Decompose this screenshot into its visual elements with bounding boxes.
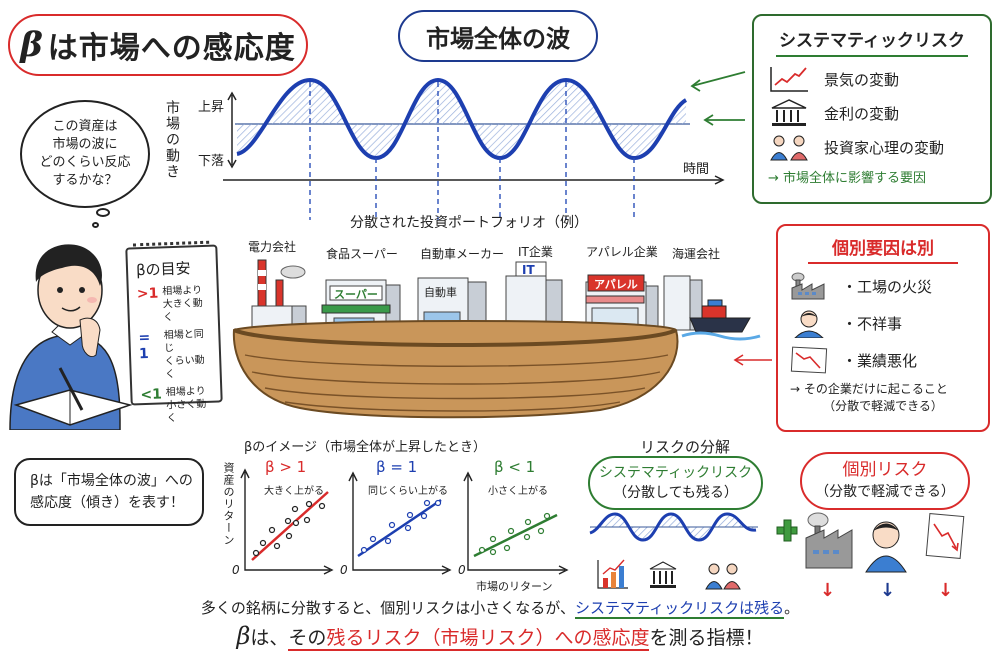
bank-icon xyxy=(771,99,807,126)
systematic-item-label: 景気の変動 xyxy=(824,70,900,89)
systematic-cloud-line2: （分散しても残る） xyxy=(613,485,738,501)
company-label-power: 電力会社 xyxy=(248,240,297,254)
panel-2-desc: 同じくらい上がる xyxy=(368,486,448,497)
thought-line: どのくらい反応 xyxy=(39,155,131,170)
summary-line-2b: その xyxy=(288,627,327,651)
rising-chart-icon xyxy=(770,67,808,92)
origin-label: 0 xyxy=(458,563,466,577)
idiosyncratic-item-label: ・不祥事 xyxy=(842,314,903,333)
wave-title: 市場全体の波 xyxy=(426,24,570,53)
origin-label: 0 xyxy=(340,563,348,577)
summary-line-2d: を測る指標！ xyxy=(649,627,764,649)
down-label: 下落 xyxy=(198,154,225,169)
svg-text:自動車: 自動車 xyxy=(424,285,457,299)
factory-icon xyxy=(791,272,825,300)
systematic-cloud-line1: システマティックリスク xyxy=(598,465,753,481)
idiosyncratic-risk-box: 個別要因は別 ・工場の火災 ・不祥事 ・業績悪化 → その企業だけに起こること … xyxy=(776,224,990,432)
thought-bubble: この資産は 市場の波に どのくらい反応 するかな？ xyxy=(20,100,150,208)
company-label-apparel: アパレル企業 xyxy=(586,245,658,259)
systematic-item-label: 投資家心理の変動 xyxy=(824,138,945,157)
idiosyncratic-risk-cloud: 個別リスク （分散で軽減できる） xyxy=(800,452,970,510)
idiosyncratic-cloud-line2: （分散で軽減できる） xyxy=(815,484,955,500)
risk-decomposition-title: リスクの分解 xyxy=(640,438,731,456)
panel-3-label: β < 1 xyxy=(494,458,536,476)
beta-image-title: βのイメージ（市場全体が上昇したとき） xyxy=(244,440,487,455)
summary-beta: β xyxy=(236,622,251,650)
idiosyncratic-footer-2: （分散で軽減できる） xyxy=(823,399,943,413)
thought-dot xyxy=(92,222,99,228)
speech-line-1: βは「市場全体の波」への xyxy=(30,473,193,489)
title-beta: β xyxy=(20,25,44,65)
company-label-supermarket: 食品スーパー xyxy=(326,247,398,261)
systematic-risk-cloud: システマティックリスク （分散しても残る） xyxy=(588,456,763,510)
company-label-shipping: 海運会社 xyxy=(672,247,721,261)
thought-dot xyxy=(96,208,110,217)
summary-line-2: βは、その残るリスク（市場リスク）への感応度を測る指標！ xyxy=(160,622,840,651)
market-y-label: 市場の動き xyxy=(164,100,180,180)
thought-line: 市場の波に xyxy=(52,137,118,152)
student-illustration xyxy=(9,244,133,430)
panel-3-desc: 小さく上がる xyxy=(488,486,548,497)
svg-text:スーパー: スーパー xyxy=(334,288,378,301)
worried-person-icon xyxy=(794,310,824,338)
origin-label: 0 xyxy=(232,563,240,577)
asset-return-label: 資産のリターン xyxy=(222,462,235,546)
market-return-label: 市場のリターン xyxy=(476,580,553,593)
beta-explanation-speech: βは「市場全体の波」への 感応度（傾き）を表す！ xyxy=(14,458,204,526)
summary-line-2c: 残るリスク（市場リスク）への感応度 xyxy=(326,627,650,651)
systematic-risk-box: システマティックリスク 景気の変動 金利の変動 投資家心理の変動 → 市場全体に… xyxy=(752,14,992,204)
down-arrow-icon: ↓ xyxy=(820,580,836,601)
wave-title-cloud: 市場全体の波 xyxy=(398,10,598,62)
thought-line: この資産は xyxy=(52,119,118,134)
systematic-item-label: 金利の変動 xyxy=(824,104,900,123)
company-label-it: IT企業 xyxy=(518,245,553,259)
investors-icon xyxy=(770,135,808,161)
systematic-footer: → 市場全体に影響する要因 xyxy=(768,171,927,186)
down-arrow-icon: ↓ xyxy=(938,580,954,601)
summary-line-2a: は、 xyxy=(250,627,289,649)
thought-line: するかな？ xyxy=(52,173,118,188)
time-label: 時間 xyxy=(683,162,710,177)
down-arrow-icon: ↓ xyxy=(880,580,896,601)
summary-line-1a: 多くの銘柄に分散すると、個別リスクは小さくなるが、 xyxy=(200,599,575,617)
declining-chart-icon xyxy=(790,346,828,374)
idiosyncratic-footer-1: → その企業だけに起こること xyxy=(790,382,948,396)
summary-line-1b: システマティックリスクは残る xyxy=(574,599,785,619)
panel-1-desc: 大きく上がる xyxy=(264,486,324,497)
page-title: は市場への感応度 xyxy=(47,31,296,66)
up-label: 上昇 xyxy=(198,100,225,115)
company-label-automaker: 自動車メーカー xyxy=(420,247,505,261)
svg-text:IT: IT xyxy=(522,263,535,277)
panel-1-label: β > 1 xyxy=(265,458,307,476)
title-cloud: β は市場への感応度 xyxy=(8,14,308,76)
idiosyncratic-item-label: ・業績悪化 xyxy=(842,351,918,370)
panel-2-label: β = 1 xyxy=(376,458,418,476)
summary-line-1c: 。 xyxy=(784,599,800,617)
systematic-risk-title: システマティックリスク xyxy=(776,26,968,57)
idiosyncratic-item-label: ・工場の火災 xyxy=(842,277,933,296)
summary-line-1: 多くの銘柄に分散すると、個別リスクは小さくなるが、システマティックリスクは残る。 xyxy=(160,597,840,619)
svg-text:アパレル: アパレル xyxy=(594,278,638,291)
idiosyncratic-cloud-line1: 個別リスク xyxy=(842,460,928,480)
portfolio-title: 分散された投資ポートフォリオ（例） xyxy=(350,215,588,231)
idiosyncratic-title: 個別要因は別 xyxy=(808,234,958,264)
speech-line-2: 感応度（傾き）を表す！ xyxy=(30,495,184,511)
